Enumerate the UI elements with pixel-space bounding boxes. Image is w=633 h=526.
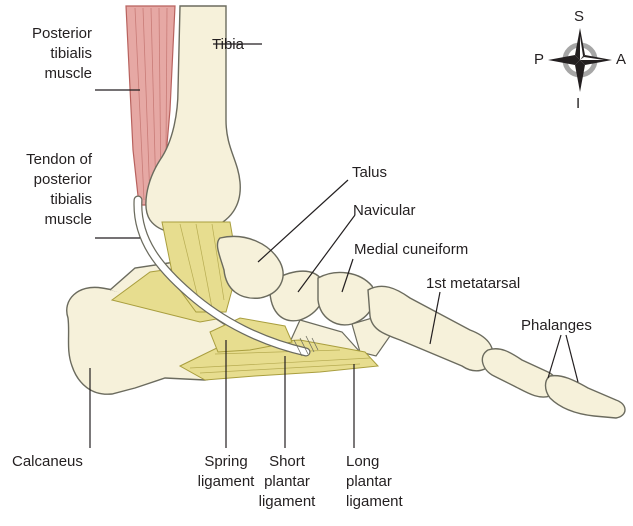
- long-plantar-ligament-label-line: plantar: [346, 472, 403, 492]
- short-plantar-ligament-label-line: ligament: [252, 492, 322, 512]
- tendon-label-line: muscle: [6, 210, 92, 230]
- compass-icon: [548, 28, 612, 92]
- tendon-label-line: Tendon of: [6, 150, 92, 170]
- compass-superior-label: S: [574, 9, 584, 25]
- posterior-tibialis-muscle-label-line: Posterior: [6, 24, 92, 44]
- first-metatarsal-bone: [368, 286, 493, 371]
- short-plantar-ligament-label-line: Short: [252, 452, 322, 472]
- tendon-label-line: tibialis: [6, 190, 92, 210]
- first-metatarsal-label: 1st metatarsal: [426, 274, 520, 294]
- tendon-label-line: posterior: [6, 170, 92, 190]
- distal-phalanx-bone: [546, 376, 626, 418]
- compass-anterior-label: A: [616, 52, 626, 68]
- long-plantar-ligament-label-line: ligament: [346, 492, 403, 512]
- talus-label: Talus: [352, 163, 387, 183]
- short-plantar-ligament-label-line: plantar: [252, 472, 322, 492]
- phalanges-label: Phalanges: [521, 316, 592, 336]
- tibia-label: Tibia: [212, 35, 244, 55]
- long-plantar-ligament-label: Long plantar ligament: [346, 452, 403, 512]
- navicular-label: Navicular: [353, 201, 416, 221]
- compass-inferior-label: I: [576, 96, 580, 112]
- compass-posterior-label: P: [534, 52, 544, 68]
- posterior-tibialis-muscle-label: Posterior tibialis muscle: [6, 24, 92, 84]
- short-plantar-ligament-label: Short plantar ligament: [252, 452, 322, 512]
- tendon-label: Tendon of posterior tibialis muscle: [6, 150, 92, 230]
- posterior-tibialis-muscle-label-line: muscle: [6, 64, 92, 84]
- posterior-tibialis-muscle-label-line: tibialis: [6, 44, 92, 64]
- calcaneus-label: Calcaneus: [12, 452, 83, 472]
- medial-cuneiform-label: Medial cuneiform: [354, 240, 468, 260]
- long-plantar-ligament-label-line: Long: [346, 452, 403, 472]
